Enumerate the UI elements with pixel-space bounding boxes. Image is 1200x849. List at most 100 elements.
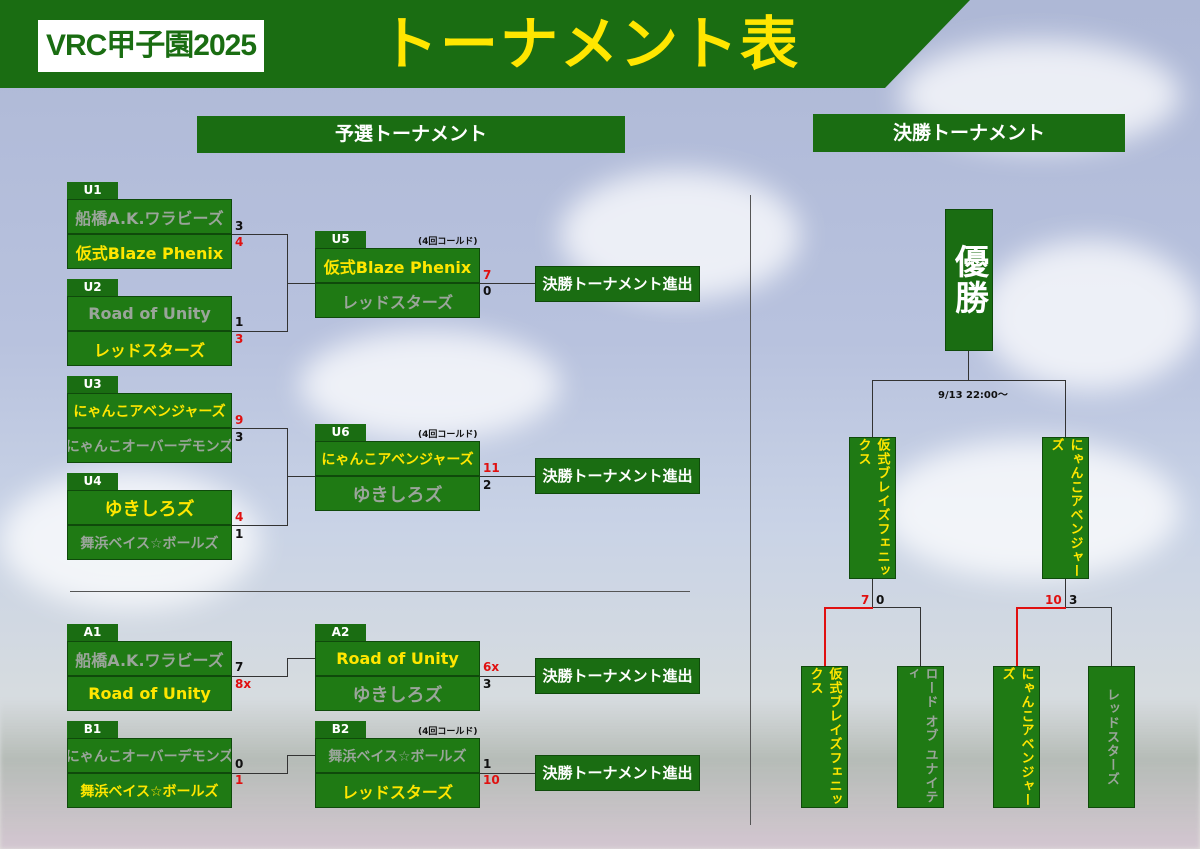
bracket-line — [232, 331, 287, 332]
bracket-line — [968, 351, 969, 380]
called-game-note: (4回コールド) — [418, 430, 478, 440]
advance-label: 決勝トーナメント進出 — [535, 458, 700, 494]
bracket-line — [287, 658, 315, 659]
team-slot: にゃんこアベンジャーズ — [315, 441, 480, 476]
bracket-line — [287, 428, 288, 526]
bracket-line — [1065, 579, 1066, 607]
bracket-line — [480, 773, 535, 774]
bracket-line — [480, 283, 535, 284]
called-game-note: (4回コールド) — [418, 237, 478, 247]
bracket-line — [1066, 607, 1112, 608]
team-slot: にゃんこアベンジャーズ — [67, 393, 232, 428]
score: 11 — [483, 461, 500, 475]
score: 4 — [235, 510, 244, 524]
bracket-line — [872, 579, 873, 607]
score: 0 — [235, 757, 244, 771]
quarterfinal-team: レッドスターズ — [1088, 666, 1135, 808]
bracket-line — [872, 380, 873, 437]
horizontal-divider — [70, 591, 690, 592]
match-tag: B1 — [67, 721, 118, 738]
bracket-line — [287, 283, 315, 284]
winner-line — [824, 607, 826, 666]
team-slot: Road of Unity — [315, 641, 480, 676]
team-slot: 仮式Blaze Phenix — [67, 234, 232, 269]
team-slot: レッドスターズ — [67, 331, 232, 366]
score: 2 — [483, 478, 492, 492]
background-cloud — [980, 240, 1200, 390]
team-slot: 仮式Blaze Phenix — [315, 248, 480, 283]
score: 1 — [235, 773, 244, 787]
background-cloud — [300, 330, 560, 440]
score: 3 — [1069, 593, 1078, 607]
match-tag: U1 — [67, 182, 118, 199]
team-slot: 舞浜ベイス☆ボールズ — [67, 525, 232, 560]
score: 4 — [235, 235, 244, 249]
score: 9 — [235, 413, 244, 427]
score: 7 — [861, 593, 870, 607]
bracket-line — [1065, 380, 1066, 437]
called-game-note: (4回コールド) — [418, 727, 478, 737]
match-tag: U5 — [315, 231, 366, 248]
winner-line — [825, 607, 873, 609]
advance-label: 決勝トーナメント進出 — [535, 755, 700, 791]
match-tag: U6 — [315, 424, 366, 441]
quarterfinal-team: 仮式ブレイズフェニックス — [801, 666, 848, 808]
semifinal-team: にゃんこアベンジャーズ — [1042, 437, 1089, 579]
champion-box: 優勝 — [945, 209, 993, 351]
bracket-line — [287, 658, 288, 677]
semifinal-team: 仮式ブレイズフェニックス — [849, 437, 896, 579]
team-slot: ゆきしろズ — [315, 676, 480, 711]
score: 8x — [235, 677, 252, 691]
team-slot: ゆきしろズ — [315, 476, 480, 511]
match-tag: B2 — [315, 721, 366, 738]
bracket-line — [287, 755, 315, 756]
match-tag: U2 — [67, 279, 118, 296]
final-header: 決勝トーナメント — [813, 114, 1125, 152]
match-tag: U4 — [67, 473, 118, 490]
score: 3 — [235, 430, 244, 444]
event-logo: VRC甲子園2025 — [38, 20, 264, 72]
score: 0 — [483, 284, 492, 298]
final-date: 9/13 22:00〜 — [938, 390, 1008, 401]
team-slot: Road of Unity — [67, 676, 232, 711]
team-slot: 船橋A.K.ワラビーズ — [67, 641, 232, 676]
bracket-line — [480, 476, 535, 477]
team-slot: にゃんこオーバーデモンズ — [67, 738, 232, 773]
bracket-line — [480, 676, 535, 677]
score: 3 — [235, 219, 244, 233]
winner-line — [1017, 607, 1066, 609]
quarterfinal-team: ロード オブ ユナイティ — [897, 666, 944, 808]
advance-label: 決勝トーナメント進出 — [535, 658, 700, 694]
bracket-line — [287, 476, 315, 477]
score: 10 — [483, 773, 500, 787]
team-slot: 船橋A.K.ワラビーズ — [67, 199, 232, 234]
bracket-line — [232, 773, 287, 774]
quarterfinal-team: にゃんこアベンジャーズ — [993, 666, 1040, 808]
team-slot: 舞浜ベイス☆ボールズ — [315, 738, 480, 773]
match-tag: U3 — [67, 376, 118, 393]
score: 10 — [1045, 593, 1062, 607]
team-slot: ゆきしろズ — [67, 490, 232, 525]
bracket-line — [873, 607, 921, 608]
bracket-line — [1111, 607, 1112, 666]
bracket-line — [232, 676, 287, 677]
background-cloud — [880, 440, 1180, 580]
bracket-line — [287, 755, 288, 774]
match-tag: A2 — [315, 624, 366, 641]
score: 3 — [235, 332, 244, 346]
vertical-divider — [750, 195, 751, 825]
score: 7 — [235, 660, 244, 674]
team-slot: レッドスターズ — [315, 773, 480, 808]
team-slot: 舞浜ベイス☆ボールズ — [67, 773, 232, 808]
team-slot: Road of Unity — [67, 296, 232, 331]
score: 0 — [876, 593, 885, 607]
bracket-line — [232, 234, 287, 235]
page-title: トーナメント表 — [379, 10, 800, 78]
winner-line — [1016, 607, 1018, 666]
score: 1 — [483, 757, 492, 771]
advance-label: 決勝トーナメント進出 — [535, 266, 700, 302]
bracket-line — [232, 525, 287, 526]
match-tag: A1 — [67, 624, 118, 641]
bracket-line — [232, 428, 287, 429]
